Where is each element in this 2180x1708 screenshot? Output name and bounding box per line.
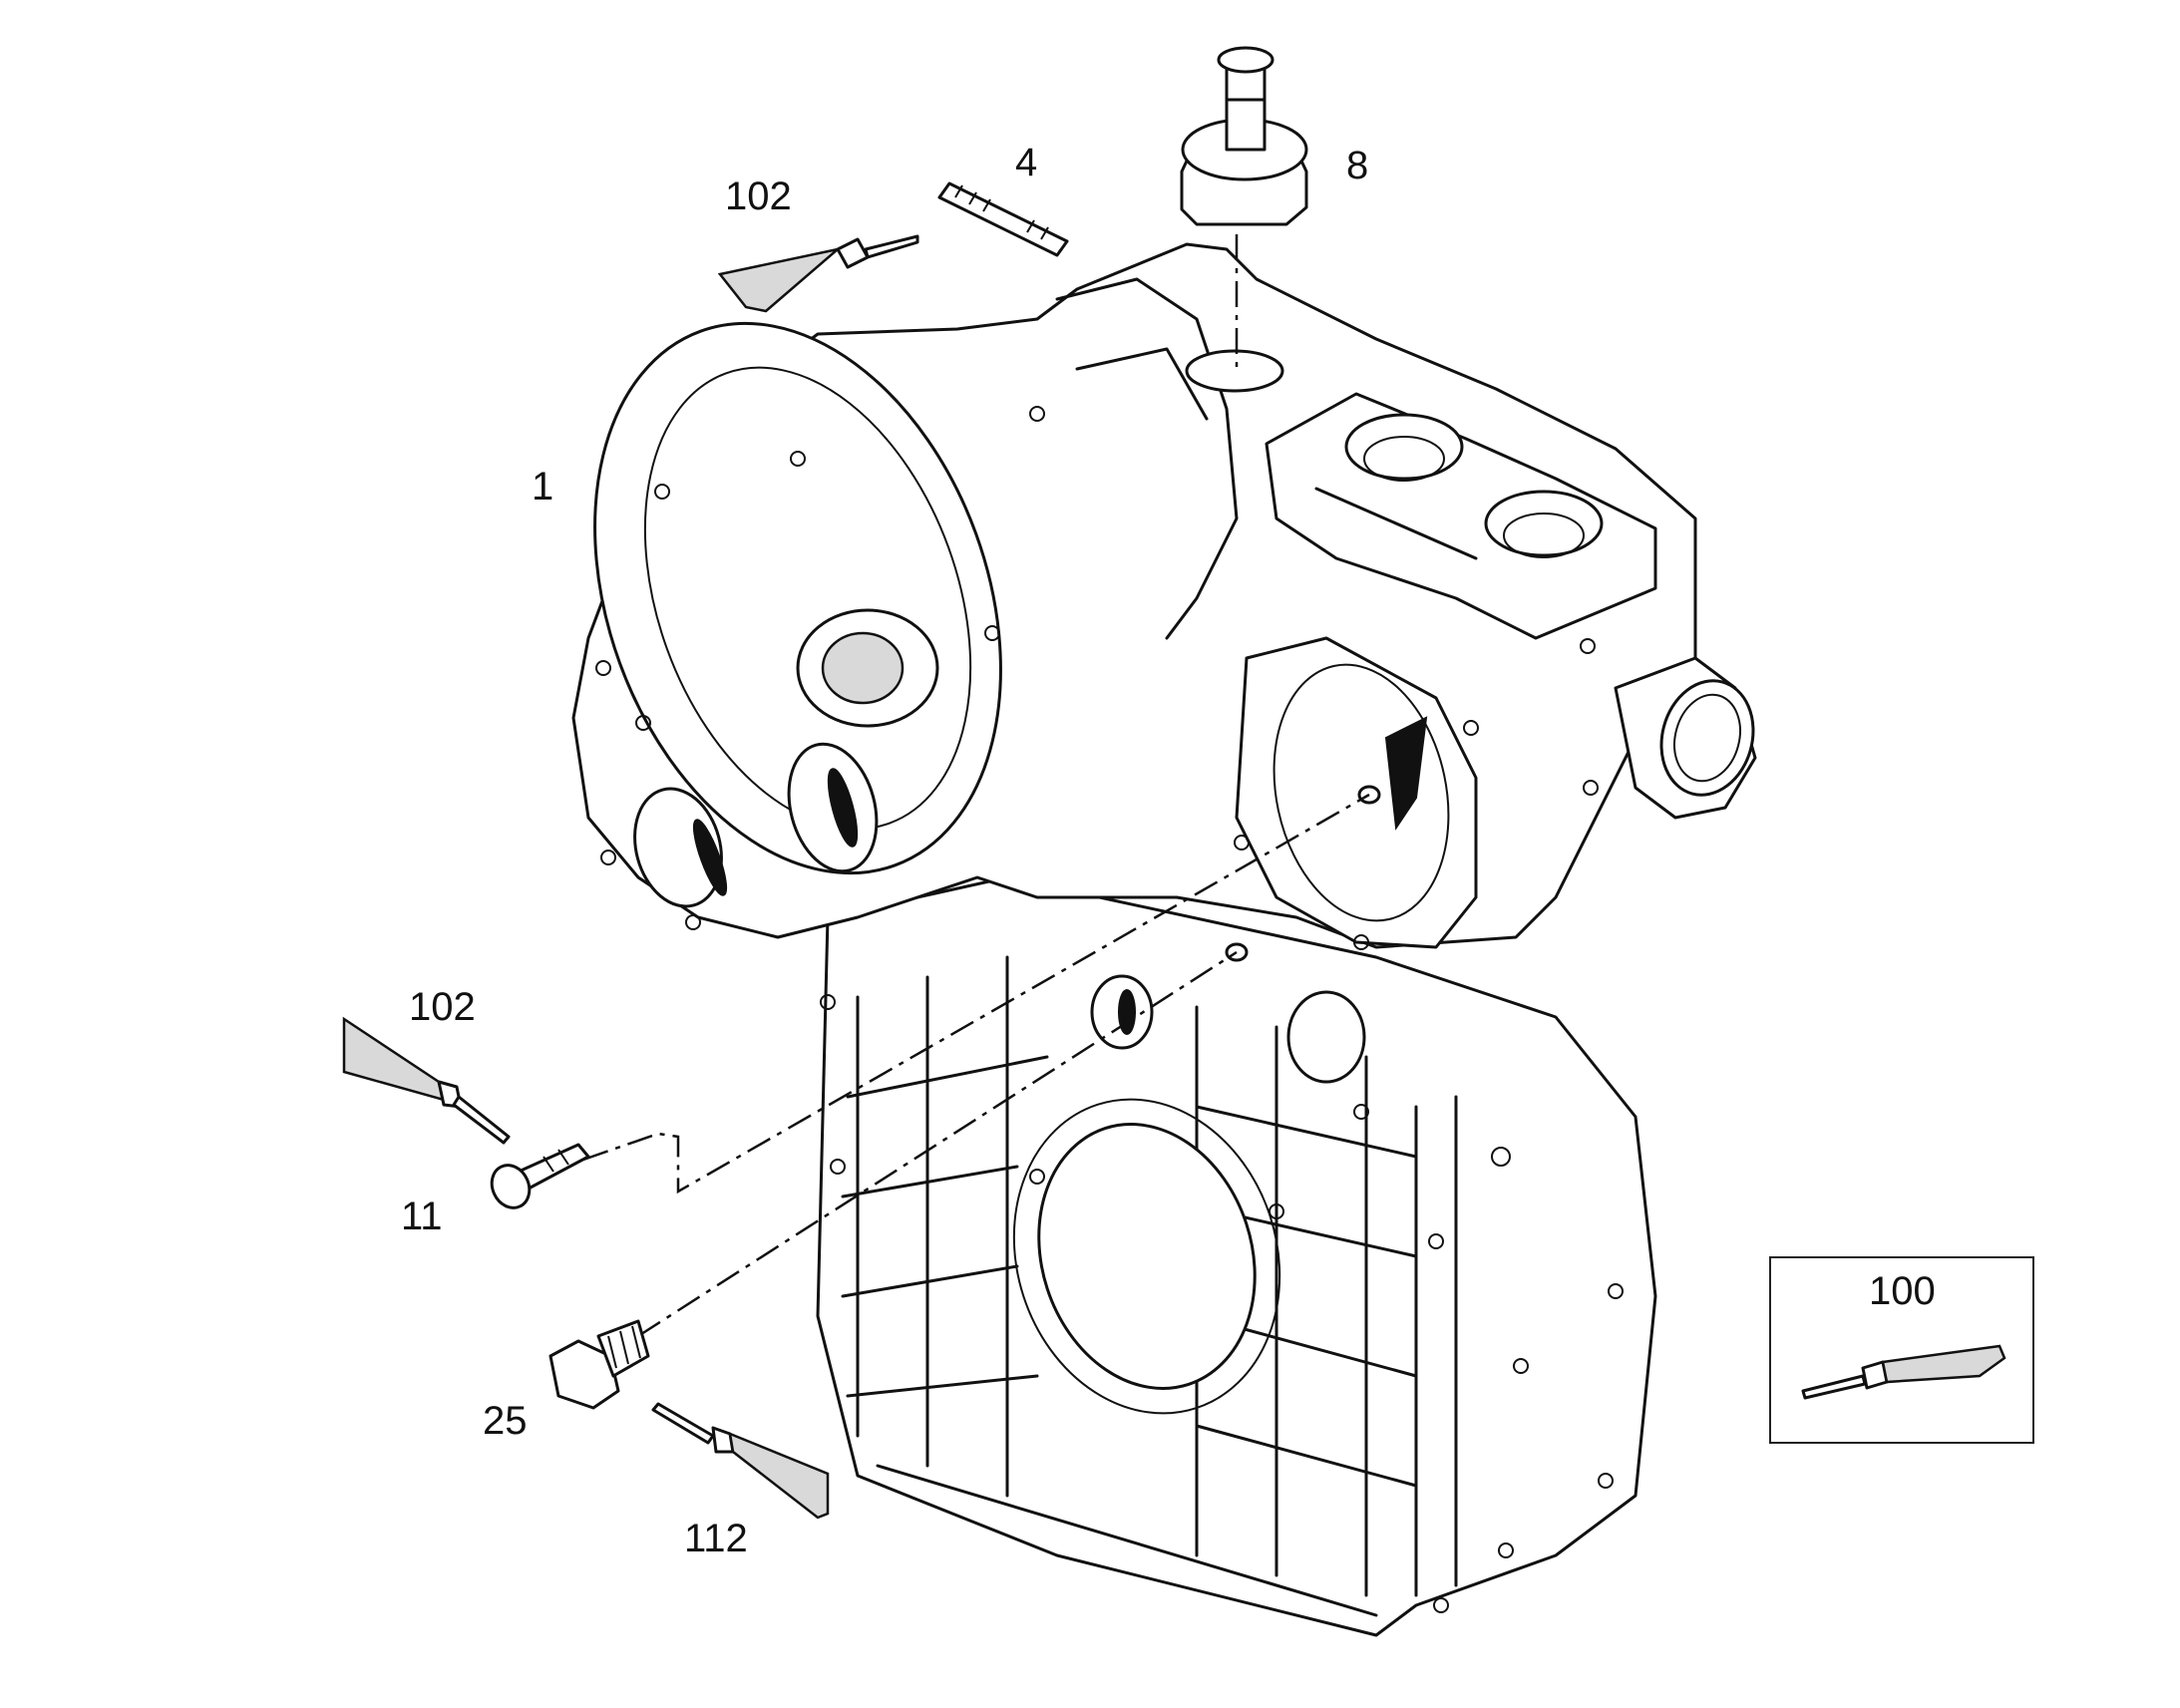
lower-bore bbox=[1037, 1123, 1257, 1390]
callout-sealant-legend: 100 bbox=[1869, 1269, 1936, 1313]
callout-sealant-top: 102 bbox=[725, 174, 792, 218]
sleeve-part bbox=[1180, 46, 1308, 226]
gear-housing bbox=[571, 242, 1757, 1637]
sealant-tube-top-102 bbox=[717, 234, 919, 313]
callout-sleeve: 8 bbox=[1346, 144, 1369, 187]
callout-screw: 11 bbox=[401, 1195, 443, 1238]
callout-sealant-bottom: 112 bbox=[684, 1517, 748, 1560]
right-gear-bore bbox=[1235, 636, 1478, 949]
assembly-lines bbox=[582, 234, 1370, 1338]
bolt-holes bbox=[595, 406, 1624, 1613]
side-pipe-outlet bbox=[1614, 656, 1757, 820]
sleeve-seat bbox=[1185, 349, 1284, 393]
callout-sealant-left: 102 bbox=[409, 985, 476, 1029]
plug-part bbox=[548, 1319, 650, 1410]
sealant-tube-bottom-112 bbox=[651, 1402, 830, 1520]
callout-plug: 25 bbox=[483, 1399, 528, 1443]
screw-part bbox=[490, 1143, 590, 1209]
stud-part bbox=[937, 181, 1069, 257]
left-gear-bore bbox=[593, 321, 1002, 908]
legend-box bbox=[1769, 1256, 2034, 1444]
sealant-tube-legend-100 bbox=[1801, 1344, 2006, 1400]
sealant-tube-left-102 bbox=[342, 1016, 511, 1145]
callout-stud: 4 bbox=[1015, 141, 1038, 184]
top-right-flange bbox=[1265, 392, 1657, 640]
callout-housing: 1 bbox=[532, 465, 554, 509]
